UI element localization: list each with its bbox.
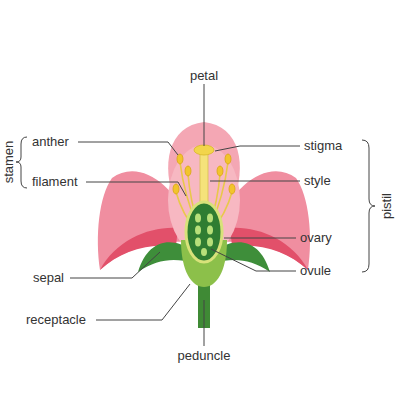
- part-label: peduncle: [178, 349, 231, 363]
- leader-lines: [70, 84, 300, 346]
- stamen-bracket: [16, 137, 27, 188]
- ovary: [186, 202, 222, 262]
- part-label: stamen: [2, 141, 16, 184]
- ovules: [195, 214, 213, 257]
- part-label: stigma: [304, 139, 342, 153]
- part-label: petal: [190, 69, 218, 83]
- part-label: style: [304, 174, 331, 188]
- part-label: anther: [32, 135, 69, 149]
- part-label: pistil: [380, 193, 394, 219]
- part-label: receptacle: [26, 313, 86, 327]
- stigma: [194, 145, 214, 155]
- part-label: ovule: [300, 264, 331, 278]
- part-label: ovary: [300, 231, 332, 245]
- part-label: filament: [32, 175, 78, 189]
- pistil-bracket: [362, 140, 375, 272]
- style: [200, 150, 208, 206]
- part-label: sepal: [33, 271, 64, 285]
